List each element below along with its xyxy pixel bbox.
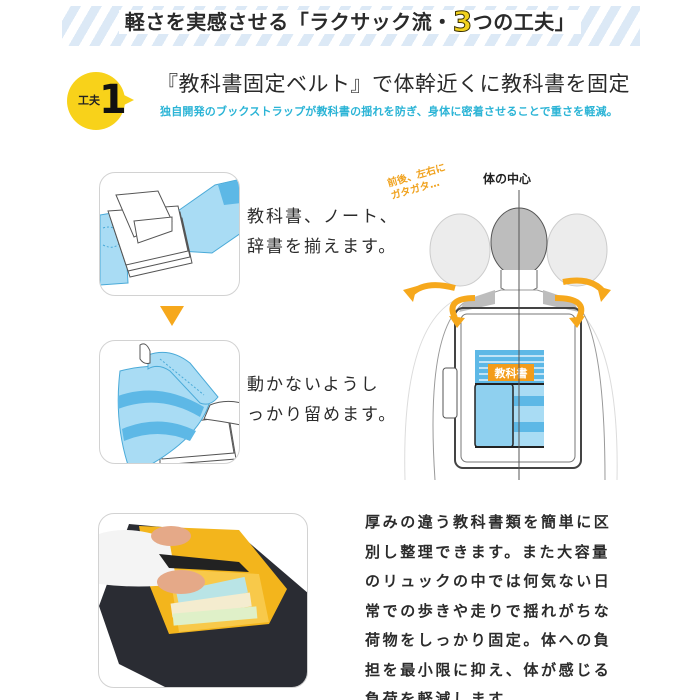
strap-fastening-illustration [117,343,239,463]
feature-description: 厚みの違う教科書類を簡単に区 別し整理できます。また大容量 のリュックの中では何… [365,508,645,700]
backpack-packing-photo [99,524,307,687]
description-line: 常での歩きや走りで揺れがちな [365,601,612,620]
book-label: 教科書 [494,366,528,380]
step1-line1: 教科書、ノート、 [247,207,399,227]
step2-text: 動かないようし っかり留めます。 [247,370,397,430]
description-line: のリュックの中では何気ない日 [365,572,612,590]
badge-label: 工夫 [78,94,100,107]
books-on-strap-illustration [100,178,239,286]
description-line: 担を最小限に抑え、体が感じる [365,660,612,679]
feature-heading: 『教科書固定ベルト』で体幹近くに教科書を固定 [157,72,630,96]
step2-illustration-card [99,340,240,464]
feature-badge: 工夫 1 [67,72,134,130]
description-line: 別し整理できます。また大容量 [365,542,610,561]
title-text-after: つの工夫」 [472,10,576,34]
title-number: 3 [452,5,473,38]
body-center-label: 体の中心 [483,172,532,186]
step1-line2: 辞書を揃えます。 [247,237,398,257]
description-line: 負荷を軽減します。 [365,690,522,700]
step2-line1: 動かないようし [247,375,380,395]
description-line: 厚みの違う教科書類を簡単に区 [365,513,612,531]
page-title: 軽さを実感させる「ラクサック流・3つの工夫」 [0,5,700,38]
backpack-photo-card [98,513,308,688]
description-line: 荷物をしっかり固定。体への負 [365,631,612,649]
backpack-body-diagram: 教科書 [403,190,618,480]
step1-illustration-card [99,172,240,296]
feature-subheading: 独自開発のブックストラップが教科書の揺れを防ぎ、身体に密着させることで重さを軽減… [160,105,618,118]
step2-line2: っかり留めます。 [247,405,398,425]
down-arrow-icon [160,306,184,326]
title-text-before: 軽さを実感させる「ラクサック流・ [124,10,453,34]
step1-text: 教科書、ノート、 辞書を揃えます。 [247,202,399,262]
badge-number: 1 [99,77,127,123]
